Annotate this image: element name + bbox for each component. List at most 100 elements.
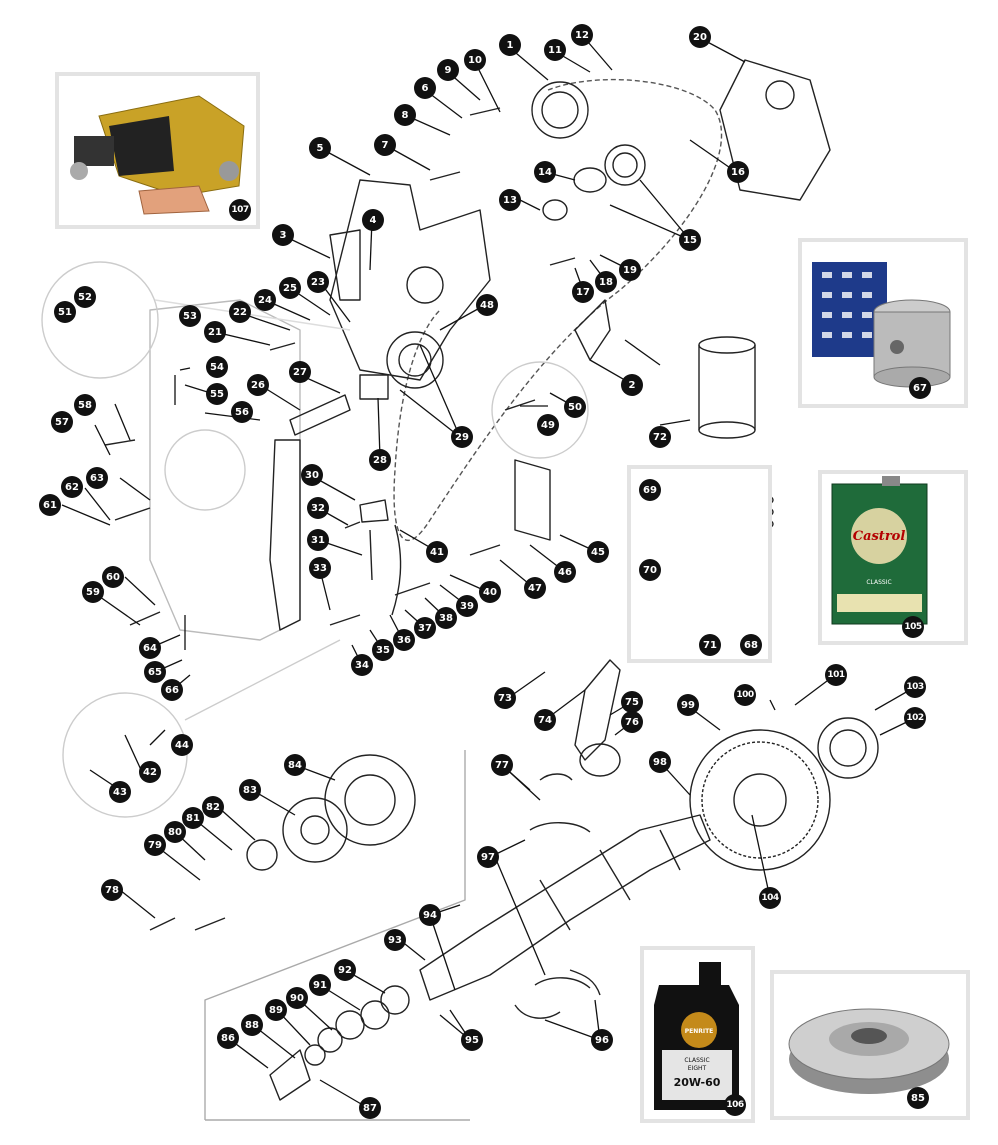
callout-74[interactable]: 74 bbox=[534, 709, 556, 731]
callout-90[interactable]: 90 bbox=[286, 987, 308, 1009]
callout-1[interactable]: 1 bbox=[499, 34, 521, 56]
callout-61[interactable]: 61 bbox=[39, 494, 61, 516]
callout-18[interactable]: 18 bbox=[595, 271, 617, 293]
callout-31[interactable]: 31 bbox=[307, 529, 329, 551]
callout-78[interactable]: 78 bbox=[101, 879, 123, 901]
callout-8[interactable]: 8 bbox=[394, 104, 416, 126]
callout-102[interactable]: 102 bbox=[904, 707, 926, 729]
callout-9[interactable]: 9 bbox=[437, 59, 459, 81]
callout-33[interactable]: 33 bbox=[309, 557, 331, 579]
callout-47[interactable]: 47 bbox=[524, 577, 546, 599]
callout-81[interactable]: 81 bbox=[182, 807, 204, 829]
callout-32[interactable]: 32 bbox=[307, 497, 329, 519]
callout-13[interactable]: 13 bbox=[499, 189, 521, 211]
callout-28[interactable]: 28 bbox=[369, 449, 391, 471]
callout-91[interactable]: 91 bbox=[309, 974, 331, 996]
callout-50[interactable]: 50 bbox=[564, 396, 586, 418]
callout-84[interactable]: 84 bbox=[284, 754, 306, 776]
callout-63[interactable]: 63 bbox=[86, 467, 108, 489]
callout-60[interactable]: 60 bbox=[102, 566, 124, 588]
callout-21[interactable]: 21 bbox=[204, 321, 226, 343]
callout-10[interactable]: 10 bbox=[464, 49, 486, 71]
callout-4[interactable]: 4 bbox=[362, 209, 384, 231]
callout-82[interactable]: 82 bbox=[202, 796, 224, 818]
callout-41[interactable]: 41 bbox=[426, 541, 448, 563]
callout-70[interactable]: 70 bbox=[639, 559, 661, 581]
callout-20[interactable]: 20 bbox=[689, 26, 711, 48]
callout-88[interactable]: 88 bbox=[241, 1014, 263, 1036]
callout-7[interactable]: 7 bbox=[374, 134, 396, 156]
callout-98[interactable]: 98 bbox=[649, 751, 671, 773]
callout-23[interactable]: 23 bbox=[307, 271, 329, 293]
callout-43[interactable]: 43 bbox=[109, 781, 131, 803]
callout-72[interactable]: 72 bbox=[649, 426, 671, 448]
callout-3[interactable]: 3 bbox=[272, 224, 294, 246]
callout-52[interactable]: 52 bbox=[74, 286, 96, 308]
callout-16[interactable]: 16 bbox=[727, 161, 749, 183]
callout-57[interactable]: 57 bbox=[51, 411, 73, 433]
callout-62[interactable]: 62 bbox=[61, 476, 83, 498]
callout-54[interactable]: 54 bbox=[206, 356, 228, 378]
callout-39[interactable]: 39 bbox=[456, 595, 478, 617]
callout-99[interactable]: 99 bbox=[677, 694, 699, 716]
callout-30[interactable]: 30 bbox=[301, 464, 323, 486]
callout-45[interactable]: 45 bbox=[587, 541, 609, 563]
callout-66[interactable]: 66 bbox=[161, 679, 183, 701]
callout-76[interactable]: 76 bbox=[621, 711, 643, 733]
callout-59[interactable]: 59 bbox=[82, 581, 104, 603]
callout-15[interactable]: 15 bbox=[679, 229, 701, 251]
callout-51[interactable]: 51 bbox=[54, 301, 76, 323]
callout-71[interactable]: 71 bbox=[699, 634, 721, 656]
callout-6[interactable]: 6 bbox=[414, 77, 436, 99]
callout-101[interactable]: 101 bbox=[825, 664, 847, 686]
callout-93[interactable]: 93 bbox=[384, 929, 406, 951]
callout-106[interactable]: 106 bbox=[724, 1094, 746, 1116]
callout-46[interactable]: 46 bbox=[554, 561, 576, 583]
callout-77[interactable]: 77 bbox=[491, 754, 513, 776]
callout-80[interactable]: 80 bbox=[164, 821, 186, 843]
callout-105[interactable]: 105 bbox=[902, 616, 924, 638]
callout-12[interactable]: 12 bbox=[571, 24, 593, 46]
callout-17[interactable]: 17 bbox=[572, 281, 594, 303]
callout-5[interactable]: 5 bbox=[309, 137, 331, 159]
callout-55[interactable]: 55 bbox=[206, 383, 228, 405]
callout-27[interactable]: 27 bbox=[289, 361, 311, 383]
callout-11[interactable]: 11 bbox=[544, 39, 566, 61]
callout-37[interactable]: 37 bbox=[414, 617, 436, 639]
callout-53[interactable]: 53 bbox=[179, 305, 201, 327]
callout-38[interactable]: 38 bbox=[435, 607, 457, 629]
callout-14[interactable]: 14 bbox=[534, 161, 556, 183]
callout-95[interactable]: 95 bbox=[461, 1029, 483, 1051]
callout-58[interactable]: 58 bbox=[74, 394, 96, 416]
callout-19[interactable]: 19 bbox=[619, 259, 641, 281]
callout-87[interactable]: 87 bbox=[359, 1097, 381, 1119]
callout-85[interactable]: 85 bbox=[907, 1087, 929, 1109]
callout-73[interactable]: 73 bbox=[494, 687, 516, 709]
callout-64[interactable]: 64 bbox=[139, 637, 161, 659]
callout-48[interactable]: 48 bbox=[476, 294, 498, 316]
callout-65[interactable]: 65 bbox=[144, 661, 166, 683]
callout-92[interactable]: 92 bbox=[334, 959, 356, 981]
callout-24[interactable]: 24 bbox=[254, 289, 276, 311]
callout-44[interactable]: 44 bbox=[171, 734, 193, 756]
callout-34[interactable]: 34 bbox=[351, 654, 373, 676]
callout-83[interactable]: 83 bbox=[239, 779, 261, 801]
callout-36[interactable]: 36 bbox=[393, 629, 415, 651]
callout-69[interactable]: 69 bbox=[639, 479, 661, 501]
callout-103[interactable]: 103 bbox=[904, 676, 926, 698]
callout-35[interactable]: 35 bbox=[372, 639, 394, 661]
callout-96[interactable]: 96 bbox=[591, 1029, 613, 1051]
callout-94[interactable]: 94 bbox=[419, 904, 441, 926]
callout-86[interactable]: 86 bbox=[217, 1027, 239, 1049]
callout-49[interactable]: 49 bbox=[537, 414, 559, 436]
callout-68[interactable]: 68 bbox=[740, 634, 762, 656]
callout-67[interactable]: 67 bbox=[909, 377, 931, 399]
callout-40[interactable]: 40 bbox=[479, 581, 501, 603]
callout-107[interactable]: 107 bbox=[229, 199, 251, 221]
callout-89[interactable]: 89 bbox=[265, 999, 287, 1021]
callout-100[interactable]: 100 bbox=[734, 684, 756, 706]
callout-29[interactable]: 29 bbox=[451, 426, 473, 448]
callout-75[interactable]: 75 bbox=[621, 691, 643, 713]
callout-42[interactable]: 42 bbox=[139, 761, 161, 783]
callout-56[interactable]: 56 bbox=[231, 401, 253, 423]
